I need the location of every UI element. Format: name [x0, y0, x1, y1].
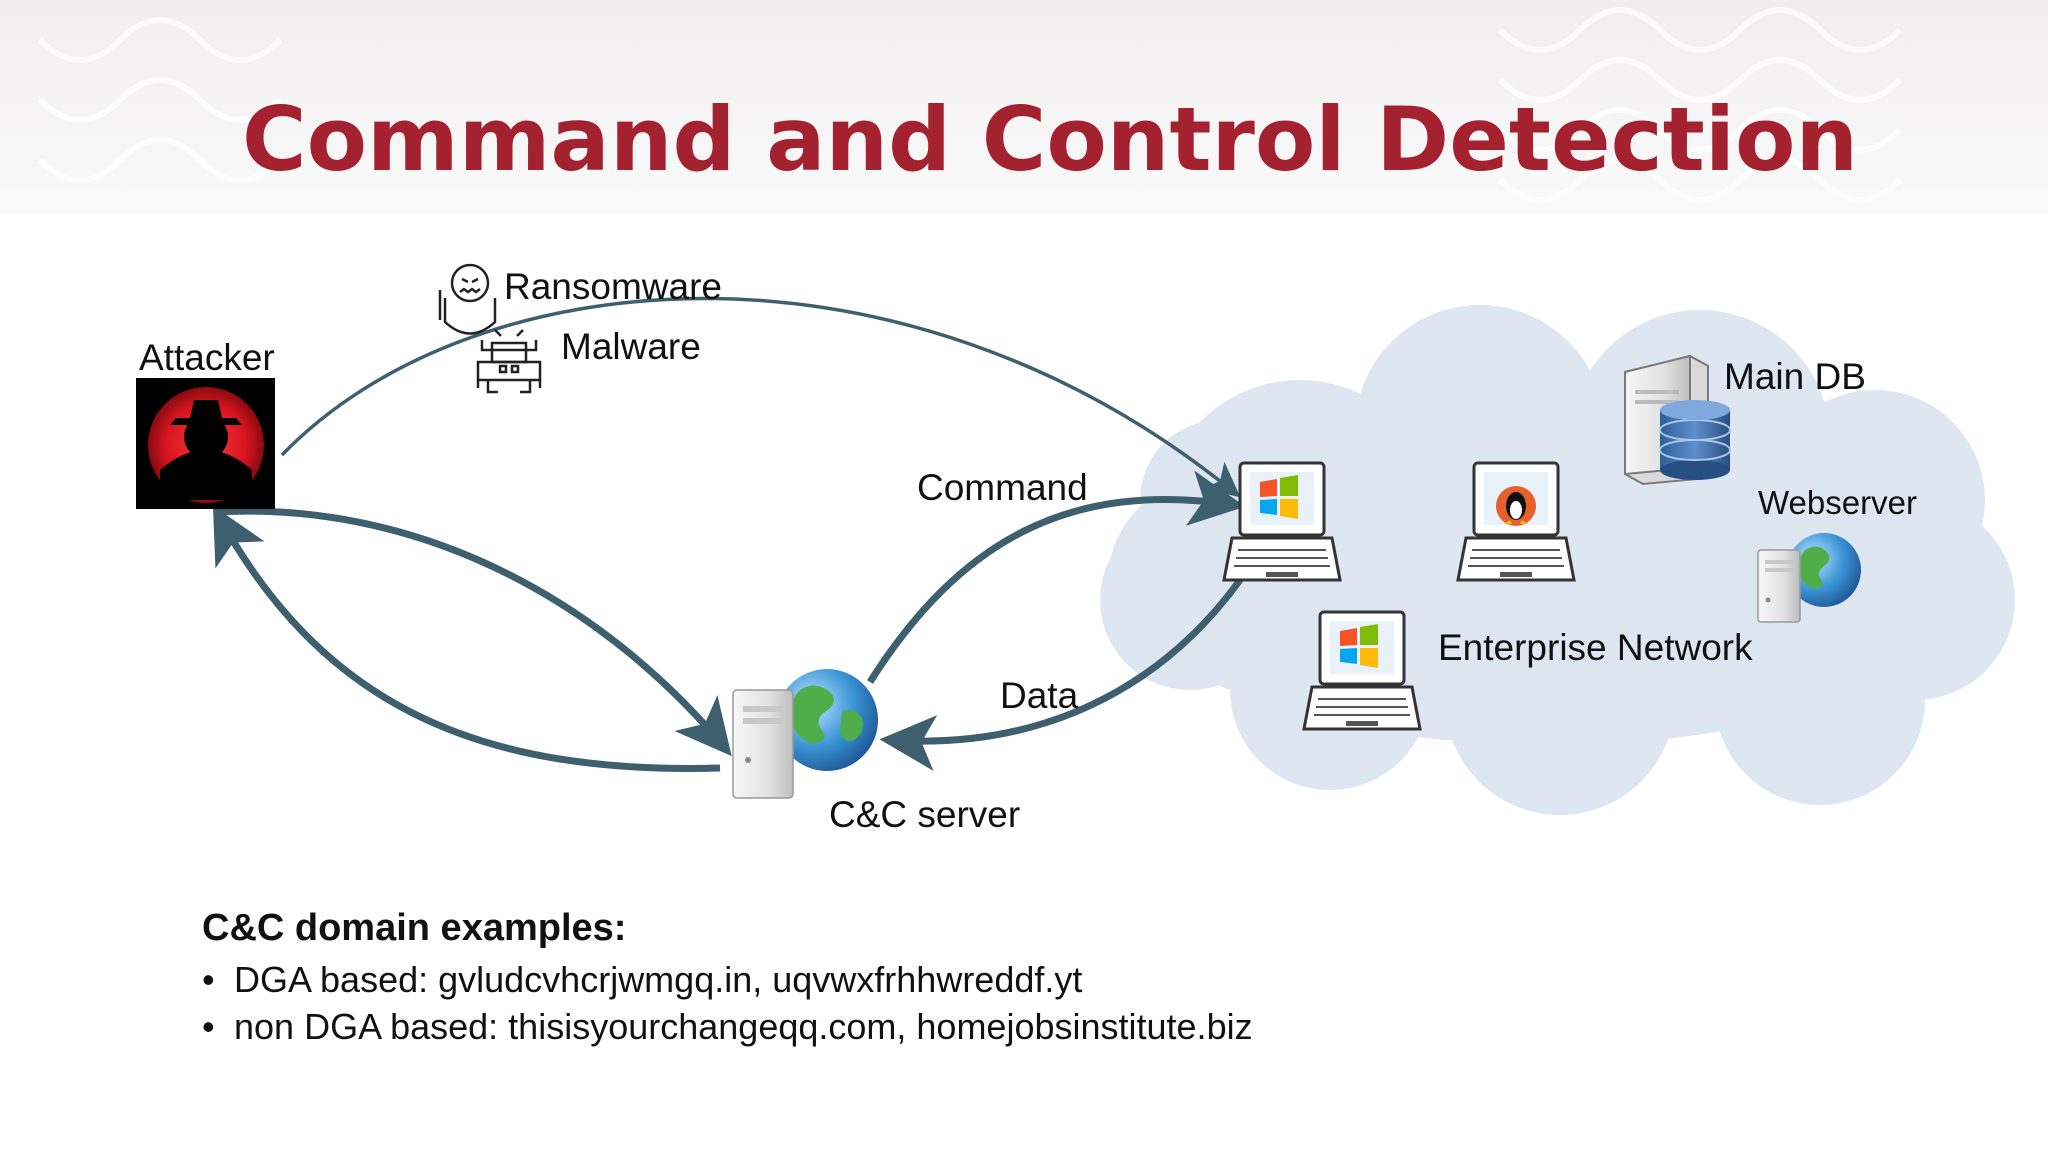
web-server-icon	[1757, 533, 1861, 623]
webserver-label: Webserver	[1758, 484, 1917, 521]
example-dga: DGA based: gvludcvhcrjwmgq.in, uqvwxfrhh…	[234, 959, 1083, 1000]
hacker-icon	[136, 378, 275, 509]
cc-domain-examples: C&C domain examples: • DGA based: gvludcv…	[202, 907, 1253, 1050]
example-non-dga: non DGA based: thisisyourchangeqq.com, h…	[234, 1006, 1253, 1047]
windows-laptop-icon-2	[1302, 610, 1422, 731]
ransomware-icon	[438, 263, 497, 335]
arrow-attacker-to-cc	[214, 507, 732, 757]
arrow-attacker-to-pc	[280, 296, 1241, 498]
linux-laptop-icon	[1456, 461, 1576, 582]
bullet: •	[202, 1006, 215, 1047]
attacker-label: Attacker	[139, 337, 275, 378]
examples-heading: C&C domain examples:	[202, 907, 627, 949]
enterprise-network-label: Enterprise Network	[1438, 627, 1753, 668]
arrow-cc-to-attacker	[212, 505, 721, 772]
bullet: •	[202, 959, 215, 1000]
command-label: Command	[917, 467, 1088, 508]
server-globe-icon	[732, 669, 878, 799]
ransomware-label: Ransomware	[504, 266, 722, 307]
main-db-label: Main DB	[1724, 356, 1866, 397]
database-server-icon	[1624, 354, 1731, 486]
cc-server-label: C&C server	[829, 794, 1021, 835]
header-pattern	[37, 7, 1903, 203]
arrow-pc-to-cc	[879, 577, 1243, 771]
malware-icon	[476, 329, 542, 394]
examples-list: • DGA based: gvludcvhcrjwmgq.in, uqvwxfrh…	[202, 956, 1253, 1050]
header-band	[0, 0, 2048, 215]
malware-label: Malware	[561, 326, 701, 367]
arrow-cc-to-pc	[867, 470, 1246, 684]
list-item: • non DGA based: thisisyourchangeqq.com, …	[202, 1003, 1253, 1050]
windows-laptop-icon	[1222, 461, 1342, 582]
list-item: • DGA based: gvludcvhcrjwmgq.in, uqvwxfrh…	[202, 956, 1253, 1003]
data-label: Data	[1000, 675, 1079, 716]
page-title: Command and Control Detection	[242, 88, 1859, 191]
